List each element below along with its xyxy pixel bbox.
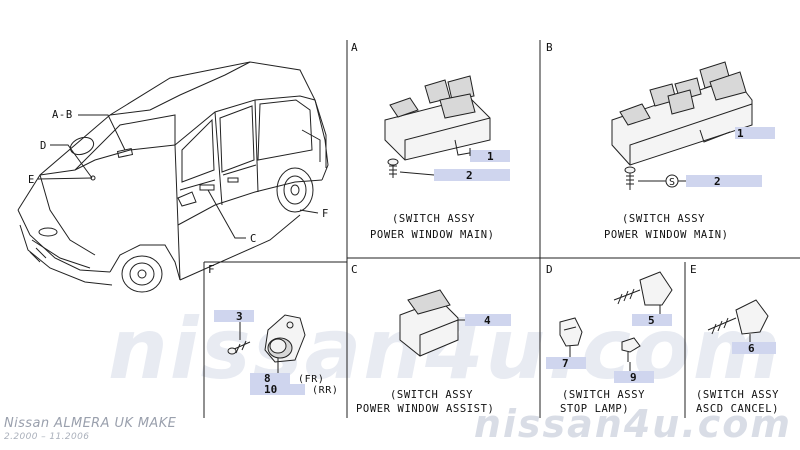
panel-f-letter: F [208,263,215,276]
panel-d-caption-line2: STOP LAMP) [560,403,629,415]
panel-b-caption-line1: (SWITCH ASSY [622,213,705,225]
panel-b-callout-1: 1 [737,127,744,140]
footer-title: Nissan ALMERA UK MAKE [4,416,177,431]
panel-a-callout-2: 2 [466,169,473,182]
car-label-d: D [40,140,47,152]
panel-f-callout-10: 10 [264,383,277,396]
car-illustration [17,61,329,293]
panel-d-callout-5: 5 [648,314,655,327]
panel-b-s-mark: S [669,177,676,188]
panel-e: E 6 (SWITCH ASSY ASCD CANCEL) [690,263,779,415]
car-label-f: F [322,208,329,220]
panel-a-caption-line2: POWER WINDOW MAIN) [370,229,495,241]
car-callouts: A-B D E F C [28,109,329,245]
panel-c-callout-4: 4 [484,314,491,327]
panel-e-caption-line1: (SWITCH ASSY [696,389,779,401]
panel-d-callout-9: 9 [630,371,637,384]
panel-a-letter: A [351,41,358,54]
panel-f-callout-8: 8 [264,372,271,385]
car-label-a-b: A-B [52,109,73,121]
footer-dates: 2.2000 – 11.2006 [4,432,90,442]
panel-f-rr-label: (RR) [312,385,338,396]
panel-e-callout-6: 6 [748,342,755,355]
car-label-e: E [28,174,35,186]
panel-b-callout-2: 2 [714,175,721,188]
panel-c-letter: C [351,263,358,276]
panel-d: D 5 7 9 (SWITCH ASSY STOP LAMP) [546,263,673,415]
panel-e-letter: E [690,263,697,276]
panel-b-caption-line2: POWER WINDOW MAIN) [604,229,729,241]
panel-b-letter: B [546,41,553,54]
panel-b: B 1 S 2 (SWITCH ASSY POWER WINDOW MAIN) [546,41,775,241]
panel-f: F 3 8 (FR) 10 (RR) [208,263,338,396]
panel-e-caption-line2: ASCD CANCEL) [696,403,779,415]
panel-f-fr-label: (FR) [298,374,324,385]
panel-d-letter: D [546,263,553,276]
panel-f-callout-3: 3 [236,310,243,323]
panel-a: A 1 2 (SWITCH ASSY POWER WINDOW MAIN) [351,41,510,241]
panel-borders [203,40,800,418]
watermark-small: nissan4u.com [473,402,792,446]
panel-d-callout-7: 7 [562,357,569,370]
panel-c: C 4 (SWITCH ASSY POWER WINDOW ASSIST) [351,263,511,415]
car-label-c: C [250,233,257,245]
panel-d-caption-line1: (SWITCH ASSY [562,389,645,401]
panel-a-caption-line1: (SWITCH ASSY [392,213,475,225]
panel-a-callout-1: 1 [487,150,494,163]
panel-c-caption-line2: POWER WINDOW ASSIST) [356,403,494,415]
panel-c-caption-line1: (SWITCH ASSY [390,389,473,401]
